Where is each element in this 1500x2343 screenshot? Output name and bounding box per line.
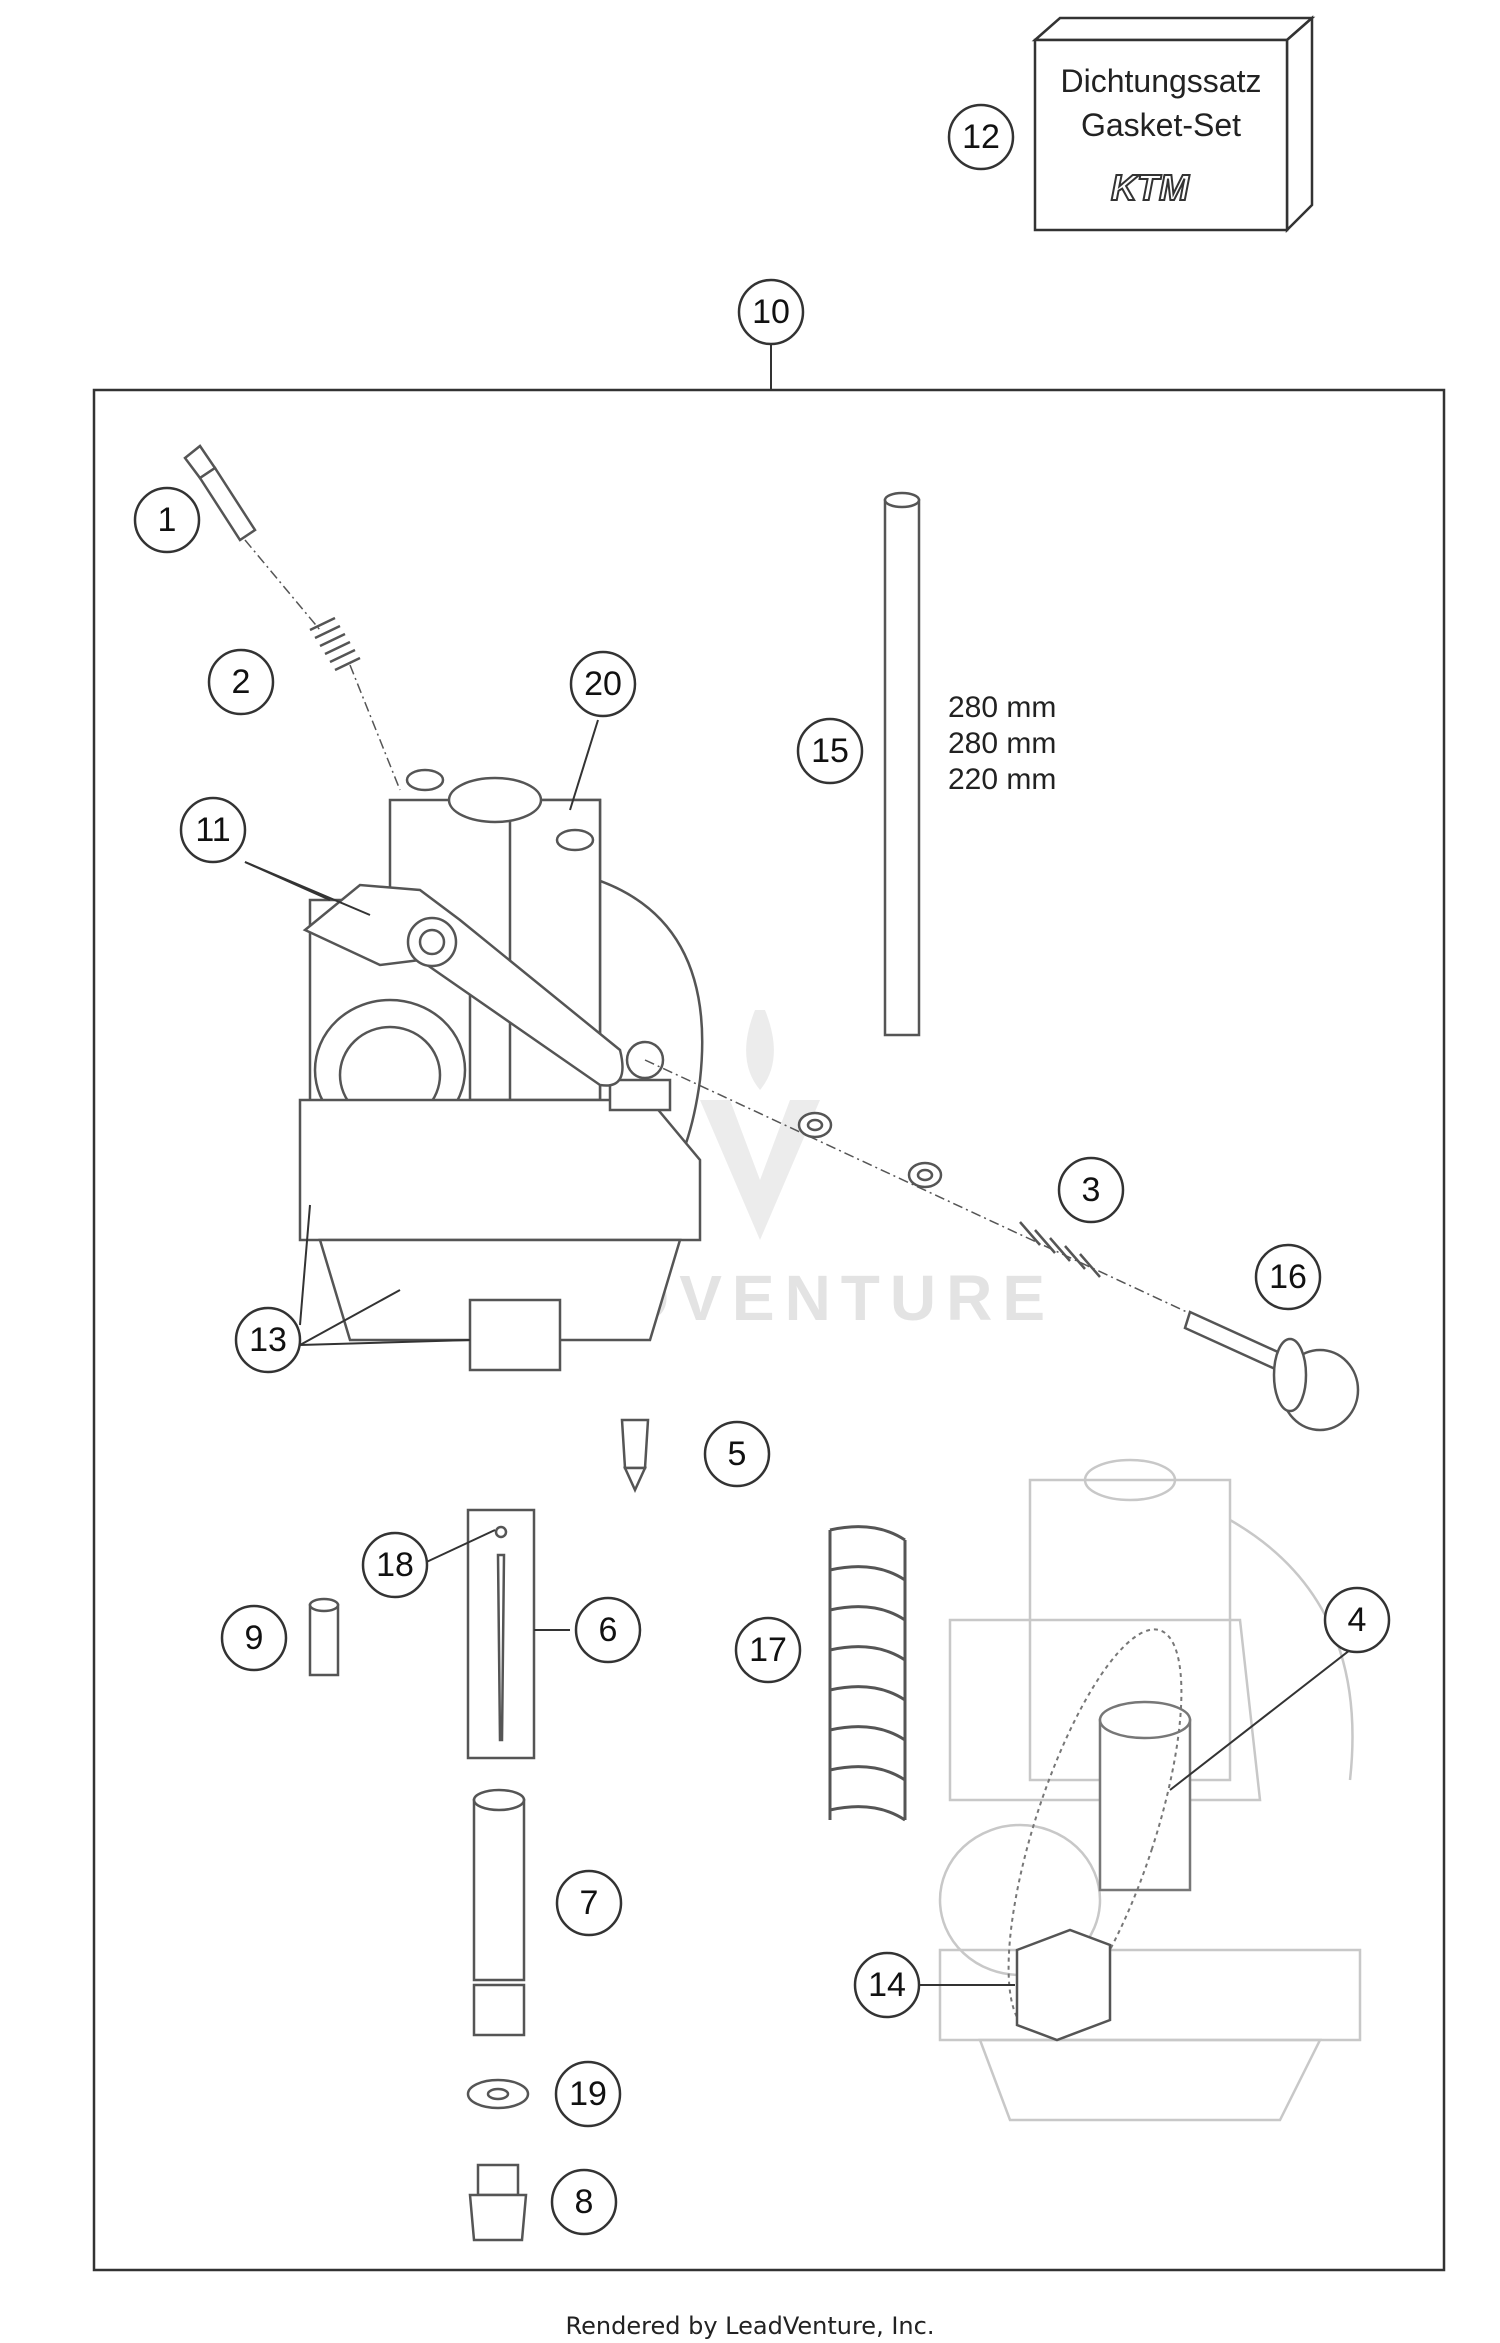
throttle-slide (1098, 1700, 1192, 1892)
svg-text:20: 20 (584, 665, 622, 703)
svg-text:1: 1 (158, 501, 177, 539)
washer-a (797, 1111, 833, 1139)
callout-4: 4 (1323, 1586, 1391, 1654)
washer-b (907, 1161, 943, 1189)
callout-13: 13 (234, 1306, 302, 1374)
svg-text:9: 9 (245, 1619, 264, 1657)
slide-outline (1007, 1628, 1183, 2032)
svg-text:15: 15 (811, 732, 849, 770)
svg-text:8: 8 (575, 2183, 594, 2221)
gasket-kit-line2: Gasket-Set (1081, 107, 1241, 143)
float (1015, 1928, 1112, 2042)
vent-hose (883, 491, 921, 1037)
callout-10: 10 (737, 278, 805, 346)
svg-text:14: 14 (868, 1966, 906, 2004)
svg-text:4: 4 (1348, 1601, 1367, 1639)
needle-jet (472, 1788, 526, 2037)
rod-length-2: 280 mm (948, 727, 1056, 760)
callout-17: 17 (734, 1616, 802, 1684)
svg-text:3: 3 (1082, 1171, 1101, 1209)
adjusting-screw (183, 444, 257, 542)
callout-8: 8 (550, 2168, 618, 2236)
svg-text:16: 16 (1269, 1258, 1307, 1296)
callout-19: 19 (554, 2060, 622, 2128)
svg-text:5: 5 (728, 1435, 747, 1473)
gasket-kit-box (1031, 15, 1316, 234)
carburetor-body (298, 768, 704, 1372)
svg-text:18: 18 (376, 1546, 414, 1584)
callout-16: 16 (1254, 1243, 1322, 1311)
callout-11: 11 (179, 796, 247, 864)
callout-20: 20 (569, 650, 637, 718)
svg-text:2: 2 (232, 663, 251, 701)
ktm-logo: KTM (1111, 167, 1190, 208)
leader-lines (244, 719, 1351, 1986)
idle-adjusting-screw (1183, 1310, 1360, 1432)
main-jet (468, 2163, 528, 2242)
callout-18: 18 (361, 1531, 429, 1599)
rod-length-3: 220 mm (948, 763, 1056, 796)
callout-7: 7 (555, 1869, 623, 1937)
callout-9: 9 (220, 1604, 288, 1672)
svg-text:17: 17 (749, 1631, 787, 1669)
main-jet-washer (466, 2078, 530, 2110)
callout-15: 15 (796, 717, 864, 785)
callout-12: 12 (947, 103, 1015, 171)
jet-needle (466, 1508, 536, 1760)
callout-3: 3 (1057, 1156, 1125, 1224)
callout-1: 1 (133, 486, 201, 554)
svg-text:11: 11 (195, 811, 230, 849)
throttle-slide-spring (828, 1525, 907, 1822)
footer-credit: Rendered by LeadVenture, Inc. (565, 2312, 935, 2340)
callout-14: 14 (853, 1951, 921, 2019)
gasket-kit-line1: Dichtungssatz (1061, 63, 1262, 99)
callout-5: 5 (703, 1420, 771, 1488)
small-spring (309, 616, 361, 672)
float-needle-valve (620, 1418, 650, 1494)
idle-spring (1019, 1221, 1101, 1278)
svg-text:7: 7 (580, 1884, 599, 1922)
svg-text:6: 6 (599, 1611, 618, 1649)
svg-text:12: 12 (962, 118, 1000, 156)
svg-text:13: 13 (249, 1321, 287, 1359)
svg-text:10: 10 (752, 293, 790, 331)
carburetor-kit-frame (92, 388, 1446, 2272)
idle-jet (308, 1597, 340, 1677)
svg-text:19: 19 (569, 2075, 607, 2113)
callout-6: 6 (574, 1596, 642, 1664)
rod-length-1: 280 mm (948, 691, 1056, 724)
callout-2: 2 (207, 648, 275, 716)
choke-lever (302, 883, 624, 1087)
